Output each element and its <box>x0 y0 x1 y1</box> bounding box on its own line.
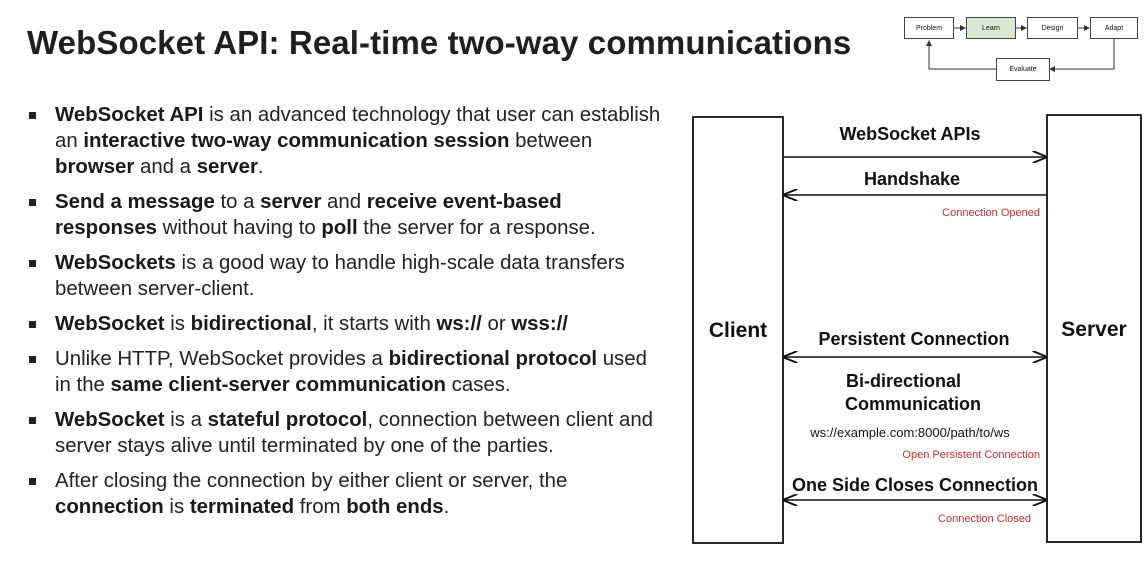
bullet-text: is <box>163 496 190 518</box>
bullet-bold-text: wss:// <box>511 313 568 335</box>
bullet-line: After closing the connection by either c… <box>55 468 694 494</box>
bullet-text: to a <box>214 191 261 213</box>
bullet-line: responses without having to poll the ser… <box>55 215 694 241</box>
connection-closed-note: Connection Closed <box>938 513 1031 525</box>
bullet-text: is a good way to handle high-scale data … <box>175 252 625 274</box>
bullet-marker <box>29 112 36 119</box>
flow-step-design: Design <box>1027 17 1078 39</box>
bullet-text: . <box>443 496 450 518</box>
bullet-line: Send a message to a server and receive e… <box>55 189 694 215</box>
bullet-text: is a <box>164 409 208 431</box>
server-lifeline-box <box>1046 114 1142 543</box>
persistent-connection-label: Persistent Connection <box>818 329 1009 349</box>
bullet-bold-text: poll <box>321 217 358 239</box>
bullet-marker <box>29 356 36 363</box>
bullet-text: , connection between client and <box>367 409 654 431</box>
bullet-text: is an advanced technology that user can … <box>203 104 661 126</box>
bullet-line: WebSocket is bidirectional, it starts wi… <box>55 311 694 337</box>
bullet-bold-text: both ends <box>346 496 444 518</box>
bullet-text: an <box>55 130 84 152</box>
bullet-bold-text: bidirectional protocol <box>388 348 598 370</box>
bullet-bold-text: same client-server communication <box>110 374 446 396</box>
bullet-line: connection is terminated from both ends. <box>55 494 694 520</box>
flow-step-learn: Learn <box>966 17 1016 39</box>
bullet-text: server stays alive until terminated by o… <box>55 435 554 457</box>
bullet-text: and a <box>134 156 197 178</box>
bullet-marker <box>29 321 36 328</box>
bullet-bold-text: receive event-based <box>366 191 562 213</box>
bullet-line: in the same client-server communication … <box>55 372 694 398</box>
bullet-text: from <box>294 496 347 518</box>
bullet-list: WebSocket API is an advanced technology … <box>22 102 694 529</box>
websocket-sequence-diagram: Client Server WebSocket APIs Handshake C… <box>692 114 1142 544</box>
bullet-bold-text: stateful protocol <box>207 409 368 431</box>
bullet-marker <box>29 199 36 206</box>
bullet-marker <box>29 260 36 267</box>
bullet-bold-text: bidirectional <box>190 313 312 335</box>
bullet-line: browser and a server. <box>55 154 694 180</box>
bullet-line: between server-client. <box>55 276 694 302</box>
bullet-bold-text: ws:// <box>436 313 482 335</box>
bullet-line: WebSockets is a good way to handle high-… <box>55 250 694 276</box>
bullet-line: server stays alive until terminated by o… <box>55 433 694 459</box>
websocket-apis-label: WebSocket APIs <box>839 124 980 144</box>
open-persistent-note: Open Persistent Connection <box>902 449 1040 461</box>
bullet-item: After closing the connection by either c… <box>22 468 694 520</box>
bullet-text: Unlike HTTP, WebSocket provides a <box>55 348 389 370</box>
client-lifeline-box <box>692 116 784 544</box>
server-label: Server <box>1061 318 1126 341</box>
bullet-bold-text: WebSockets <box>55 252 176 274</box>
process-flow-diagram: Problem Learn Design Adapt Evaluate <box>902 14 1142 84</box>
client-label: Client <box>709 319 767 342</box>
bullet-item: WebSocket is a stateful protocol, connec… <box>22 407 694 459</box>
bullet-text: and <box>321 191 367 213</box>
bullet-line: WebSocket is a stateful protocol, connec… <box>55 407 694 433</box>
bullet-text: without having to <box>157 217 322 239</box>
bullet-bold-text: server <box>260 191 322 213</box>
bullet-line: WebSocket API is an advanced technology … <box>55 102 694 128</box>
bullet-bold-text: terminated <box>189 496 295 518</box>
one-side-closes-label: One Side Closes Connection <box>792 475 1038 495</box>
bullet-item: Send a message to a server and receive e… <box>22 189 694 241</box>
bullet-text: the server for a response. <box>357 217 596 239</box>
bidirectional-label-line2: Communication <box>845 394 981 414</box>
bullet-text: used <box>597 348 647 370</box>
bullet-text: , it starts with <box>311 313 437 335</box>
bullet-line: Unlike HTTP, WebSocket provides a bidire… <box>55 346 694 372</box>
handshake-label: Handshake <box>864 169 960 189</box>
bullet-bold-text: connection <box>55 496 164 518</box>
bullet-text: between server-client. <box>55 278 255 300</box>
bullet-text: or <box>481 313 512 335</box>
bullet-item: WebSocket is bidirectional, it starts wi… <box>22 311 694 337</box>
bullet-text: cases. <box>446 374 511 396</box>
bullet-item: Unlike HTTP, WebSocket provides a bidire… <box>22 346 694 398</box>
bullet-text: between <box>509 130 593 152</box>
bullet-item: WebSocket API is an advanced technology … <box>22 102 694 180</box>
bullet-bold-text: Send a message <box>55 191 215 213</box>
bullet-bold-text: WebSocket <box>55 313 165 335</box>
slide-title: WebSocket API: Real-time two-way communi… <box>27 24 852 61</box>
bullet-text: . <box>257 156 264 178</box>
bullet-bold-text: WebSocket API <box>55 104 204 126</box>
bullet-marker <box>29 478 36 485</box>
bullet-text: is <box>164 313 191 335</box>
bullet-text: After closing the connection by either c… <box>55 470 568 492</box>
bullet-bold-text: browser <box>55 156 135 178</box>
bullet-bold-text: responses <box>55 217 158 239</box>
bullet-bold-text: interactive two-way communication sessio… <box>83 130 510 152</box>
bullet-item: WebSockets is a good way to handle high-… <box>22 250 694 302</box>
bullet-bold-text: server <box>196 156 258 178</box>
bullet-marker <box>29 417 36 424</box>
flow-step-problem: Problem <box>904 17 954 39</box>
connection-opened-note: Connection Opened <box>942 207 1040 219</box>
bullet-text: in the <box>55 374 111 396</box>
ws-url-example: ws://example.com:8000/path/to/ws <box>809 425 1010 440</box>
flow-step-evaluate: Evaluate <box>996 58 1050 81</box>
flow-step-adapt: Adapt <box>1090 17 1138 39</box>
flow-connectors <box>926 25 1115 72</box>
bullet-line: an interactive two-way communication ses… <box>55 128 694 154</box>
bidirectional-label-line1: Bi-directional <box>846 371 961 391</box>
bullet-bold-text: WebSocket <box>55 409 165 431</box>
